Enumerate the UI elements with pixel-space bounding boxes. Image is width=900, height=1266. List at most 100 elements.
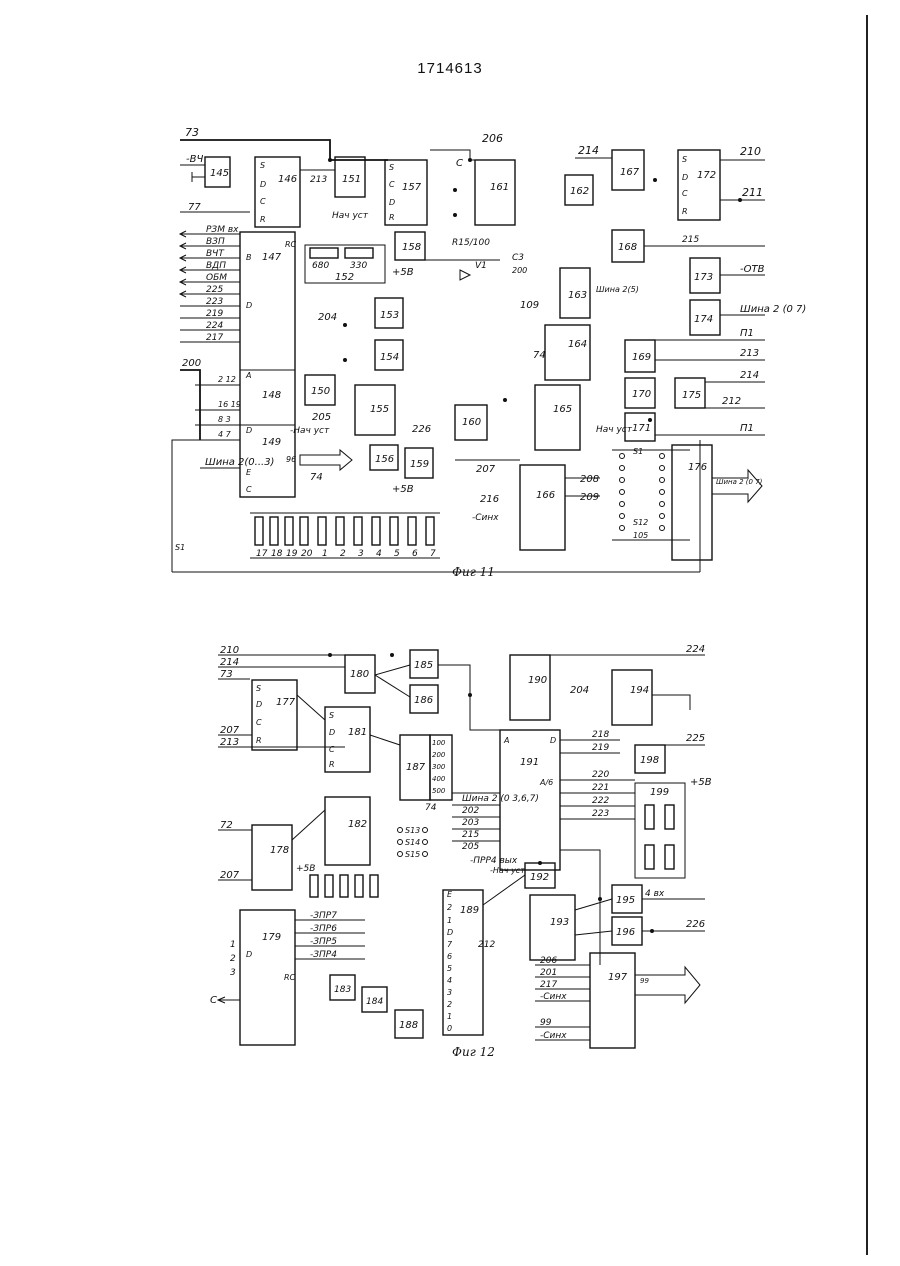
fig12-signal-213: 213 (220, 737, 239, 748)
block-196-label: 196 (616, 927, 635, 938)
block-195-label: 195 (616, 895, 635, 906)
fig12-signal-202: Шина 2 (0 3,6,7) (462, 794, 539, 804)
fig12-signal-nach-ust: 212 (478, 940, 495, 950)
block-164 (545, 325, 590, 380)
fig11-bus-shina2-07: Шина 2 (0 7) (716, 478, 763, 486)
fig12-zpr6: -ЗПР6 (310, 924, 337, 934)
fig12-signal-207-b: 207 (220, 870, 240, 881)
block-197-label: 197 (608, 972, 628, 983)
figure-11-caption: Фиг 11 (452, 565, 495, 579)
svg-text:E: E (447, 890, 453, 899)
block-185-label: 185 (414, 660, 433, 671)
block-188-label: 188 (399, 1020, 418, 1031)
svg-text:Нач уст: Нач уст (596, 425, 633, 435)
svg-text:5: 5 (394, 549, 400, 559)
block-179-label: 179 (262, 932, 281, 943)
page-title: 1714613 (0, 60, 900, 77)
signal-vdp-label: ВДП (206, 261, 226, 271)
fig12-signal-205: 215 (462, 830, 479, 840)
svg-text:C: C (329, 745, 335, 754)
block-166 (520, 465, 565, 550)
fig11-switch-105: 105 (633, 531, 648, 540)
fig11-signal-208: 208 (580, 474, 599, 485)
block-167-label: 167 (620, 167, 640, 178)
fig11-signal-216: 216 (480, 494, 499, 505)
figure-12-schematic: 210 214 73 177 SDCR 207 213 180 185 186 … (0, 635, 900, 1065)
fig11-switch-s12: S12 (633, 518, 648, 527)
fig11-signal-212: П1 (740, 328, 754, 339)
block-191-label: 191 (520, 757, 539, 768)
signal-96-label: Шина 2(0...3) (205, 457, 274, 468)
fig12-signal-223: 223 (592, 809, 609, 819)
block-187-label: 187 (406, 762, 426, 773)
signal-vcht-label: ВЧТ (206, 249, 225, 259)
fig12-signal-221: 221 (592, 783, 609, 793)
block-161-label: 161 (490, 182, 509, 193)
fig12-switch-s15: S15 (405, 850, 420, 859)
signal-77-label: 77 (188, 202, 201, 213)
svg-text:226: 226 (412, 424, 431, 435)
fig12-signal-99: -Синх (540, 1031, 567, 1041)
fig12-switch-s14: S14 (405, 838, 420, 847)
fig12-signal-220: 220 (592, 770, 609, 780)
signal-p1-label: Шина 2 (0 7) (740, 304, 806, 315)
block-178-label: 178 (270, 845, 289, 856)
svg-text:19: 19 (286, 549, 298, 559)
svg-text:C: C (256, 718, 262, 727)
block-146-label: 146 (278, 174, 297, 185)
block-190 (510, 655, 550, 720)
fig12-signal-212: 206 (540, 956, 557, 966)
signal-213-label: 213 (310, 175, 327, 185)
block-182 (325, 797, 370, 865)
block-149-label: 149 (262, 437, 281, 448)
fig12-signal-201: 217 (540, 980, 557, 990)
svg-text:A: A (503, 736, 509, 745)
signal-211-label: 211 (742, 186, 763, 199)
fig12-signal-207-a: 207 (220, 725, 240, 736)
block-151-label: 151 (342, 174, 361, 185)
block-164-label: 164 (568, 339, 587, 350)
fig12-dec-300: 300 (432, 763, 446, 771)
svg-text:8 3: 8 3 (218, 415, 231, 424)
fig12-signal-sinh: 99 (540, 1018, 552, 1028)
block-176-label: 176 (688, 462, 707, 473)
fig12-signal-204: 204 (570, 685, 589, 696)
svg-text:7: 7 (430, 549, 436, 559)
resistor-680-label: 680 (312, 261, 329, 271)
fig12-signal-214: 214 (220, 657, 239, 668)
signal-rzm-vyx-label: 215 (682, 235, 699, 245)
fig12-signal-222: 222 (592, 796, 609, 806)
fig12-signal-210: 210 (220, 645, 239, 656)
fig11-switch-group (612, 450, 690, 540)
block-156-label: 156 (375, 454, 394, 465)
svg-text:A: A (245, 371, 251, 380)
signal-225-label: 225 (206, 285, 223, 295)
svg-text:3: 3 (358, 549, 364, 559)
svg-text:7: 7 (447, 940, 453, 949)
fig11-signal-74-b: 74 (533, 350, 546, 361)
block-193-label: 193 (550, 917, 569, 928)
fig11-plus5v-b: +5В (392, 484, 414, 495)
signal-minus-vch-label: -ВЧ (186, 154, 203, 165)
signal-217-label: 217 (206, 333, 223, 343)
block-190-label: 190 (528, 675, 547, 686)
block-159-label: 159 (410, 459, 429, 470)
block-192-label: 192 (530, 872, 549, 883)
svg-text:D: D (447, 928, 453, 937)
svg-text:D: D (682, 173, 688, 182)
block-157-label: 157 (402, 182, 422, 193)
block-181-label: 181 (348, 727, 367, 738)
svg-text:C: C (260, 197, 266, 206)
block-168-label: 168 (618, 242, 637, 253)
fig12-plus5v-b: +5В (690, 777, 712, 788)
signal-obm-label: ОБМ (206, 273, 227, 283)
svg-text:2: 2 (340, 549, 346, 559)
svg-text:D: D (246, 426, 252, 435)
signal-219-label: 219 (206, 309, 223, 319)
fig12-zpr4: -ЗПР4 (310, 950, 337, 960)
svg-text:20: 20 (301, 549, 313, 559)
block-155-label: 155 (370, 404, 389, 415)
fig12-signal-226: 226 (686, 919, 705, 930)
svg-text:R: R (260, 215, 266, 224)
svg-text:R: R (682, 207, 688, 216)
